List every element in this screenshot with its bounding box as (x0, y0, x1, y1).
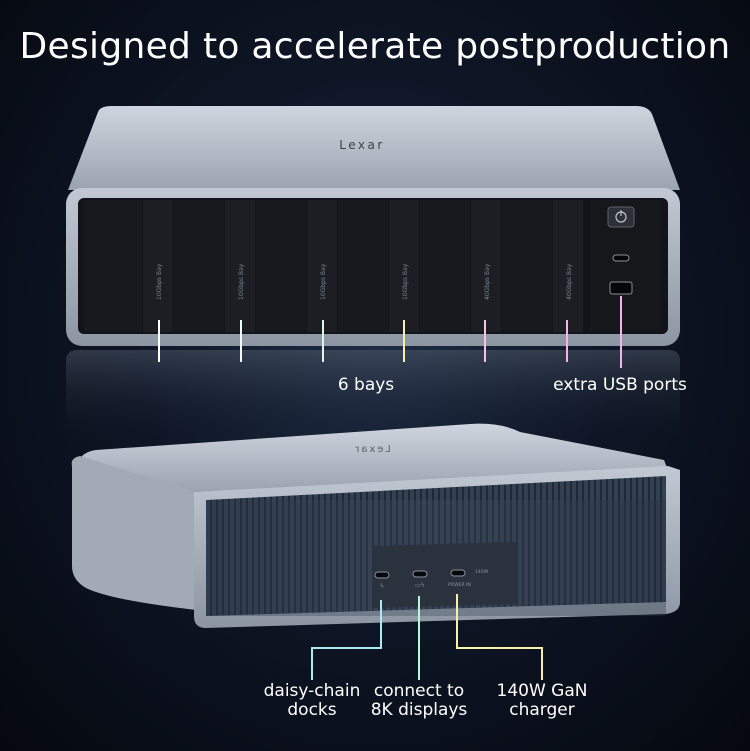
thunderbolt-icon-1: ϟ (380, 583, 384, 590)
callout-charger-line2: charger (509, 700, 575, 720)
bay-callout-lines (158, 320, 568, 363)
dock-rear-view: Lexar 140W POWER IN ϟ ▭ϟ (71, 423, 680, 628)
power-in-port[interactable] (450, 569, 466, 577)
power-wattage-label: 140W (475, 569, 489, 575)
front-reflection (66, 350, 680, 445)
rear-port-panel: 140W POWER IN ϟ ▭ϟ (374, 569, 489, 590)
bay-3[interactable] (307, 200, 337, 332)
callout-displays: connect to 8K displays (364, 682, 474, 720)
callout-daisy-chain-line2: docks (287, 700, 337, 720)
callout-bays: 6 bays (337, 375, 395, 395)
callout-daisy-chain-line1: daisy-chain (263, 681, 361, 701)
bay-1[interactable] (143, 200, 173, 332)
callout-displays-line1: connect to (373, 681, 465, 701)
brand-logo: Lexar (339, 138, 385, 152)
bay-label-3: 10Gbps Bay (320, 263, 327, 300)
bay-5[interactable] (471, 200, 501, 332)
callout-daisy-chain: daisy-chain docks (252, 682, 372, 720)
rear-callout-lines (311, 594, 543, 680)
usb-c-port[interactable] (612, 254, 630, 262)
usb-a-port[interactable] (609, 281, 633, 295)
bay-label-2: 10Gbps Bay (238, 263, 245, 300)
bay-4[interactable] (389, 200, 419, 332)
bay-group (84, 200, 583, 332)
bay-label-6: 40Gbps Bay (566, 263, 573, 300)
callout-charger-line1: 140W GaN (496, 681, 588, 701)
headline: Designed to accelerate postproduction (19, 26, 731, 67)
bay-6[interactable] (553, 200, 583, 332)
brand-logo-rear: Lexar (353, 444, 391, 455)
callout-charger: 140W GaN charger (484, 682, 600, 720)
power-button[interactable] (607, 206, 635, 228)
callout-usb-ports: extra USB ports (553, 375, 687, 395)
power-in-label: POWER IN (448, 582, 471, 588)
callout-displays-line2: 8K displays (370, 700, 468, 720)
bay-2[interactable] (225, 200, 255, 332)
bay-label-5: 40Gbps Bay (484, 263, 491, 300)
display-icon: ▭ϟ (415, 582, 425, 589)
thunderbolt-port-1[interactable] (374, 571, 390, 579)
bay-label-1: 10Gbps Bay (156, 263, 163, 300)
thunderbolt-port-2[interactable] (412, 570, 428, 578)
dock-front-view: Lexar 10Gbps Bay 10Gbps Bay 10Gbps Bay 1… (66, 106, 680, 346)
bay-label-4: 10Gbps Bay (402, 263, 409, 300)
